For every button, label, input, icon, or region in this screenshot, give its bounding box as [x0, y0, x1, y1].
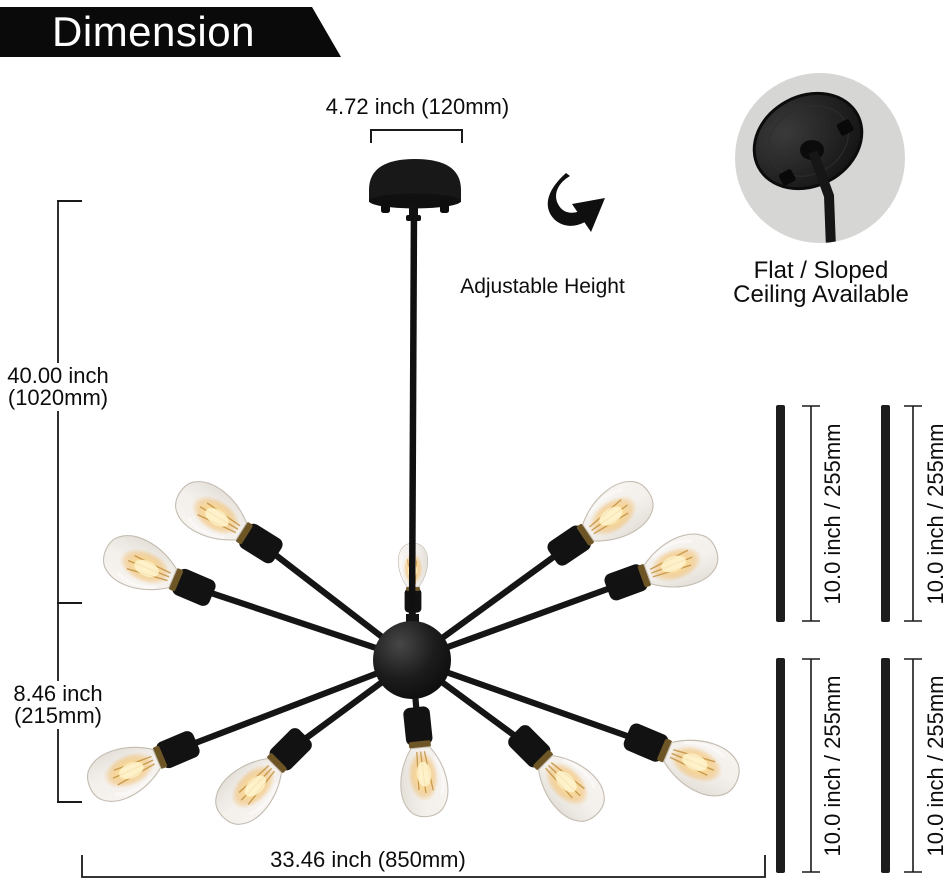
rod-samples [776, 405, 922, 873]
body-height-label: 8.46 inch (215mm) [2, 683, 114, 727]
chandelier-bulb [165, 470, 293, 577]
downrod-bar [881, 405, 890, 622]
ceiling-availability-line2: Ceiling Available [733, 281, 909, 308]
ceiling-canopy [369, 159, 461, 221]
chandelier-bulb [597, 524, 726, 614]
overall-height-line2: (1020mm) [7, 385, 109, 410]
chandelier-bulb [537, 470, 664, 579]
chandelier-bulb [78, 717, 208, 812]
overall-height-line1: 40.00 inch [7, 363, 109, 388]
adjustable-height-label: Adjustable Height [460, 275, 625, 298]
ceiling-availability-line1: Flat / Sloped [753, 257, 889, 284]
height-dimension-lines [57, 200, 82, 803]
canopy-width-label: 4.72 inch (120mm) [325, 94, 510, 119]
body-height-line1: 8.46 inch [13, 681, 103, 706]
banner-title: Dimension [52, 8, 255, 55]
downrod-bar [881, 658, 890, 873]
banner: Dimension [0, 7, 341, 57]
ceiling-availability-label: Flat / Sloped Ceiling Available [710, 259, 932, 307]
rod-dimension-lines [802, 405, 922, 873]
overall-height-label: 40.00 inch (1020mm) [2, 365, 114, 409]
chandelier-bulb [391, 703, 453, 821]
chandelier-bulb [496, 713, 616, 833]
rod-length-label-3: 10.0 inch / 255mm [820, 675, 845, 857]
body-height-line2: (215mm) [13, 703, 102, 728]
chandelier-center-sphere [373, 621, 451, 699]
fixture-width-bracket [81, 855, 766, 878]
curved-arrow-icon [547, 173, 605, 232]
chandelier-bulb [94, 525, 224, 620]
downrod-bar [776, 658, 785, 873]
rod-length-label-4: 10.0 inch / 255mm [923, 675, 947, 857]
ceiling-mount-inset [735, 73, 905, 243]
canopy-width-bracket [370, 129, 463, 143]
chandelier-bulb [615, 709, 749, 807]
fixture-width-label: 33.46 inch (850mm) [270, 847, 466, 872]
rod-length-label-1: 10.0 inch / 255mm [820, 423, 845, 605]
downrod-bar [776, 405, 785, 622]
rod-length-label-2: 10.0 inch / 255mm [923, 423, 947, 605]
